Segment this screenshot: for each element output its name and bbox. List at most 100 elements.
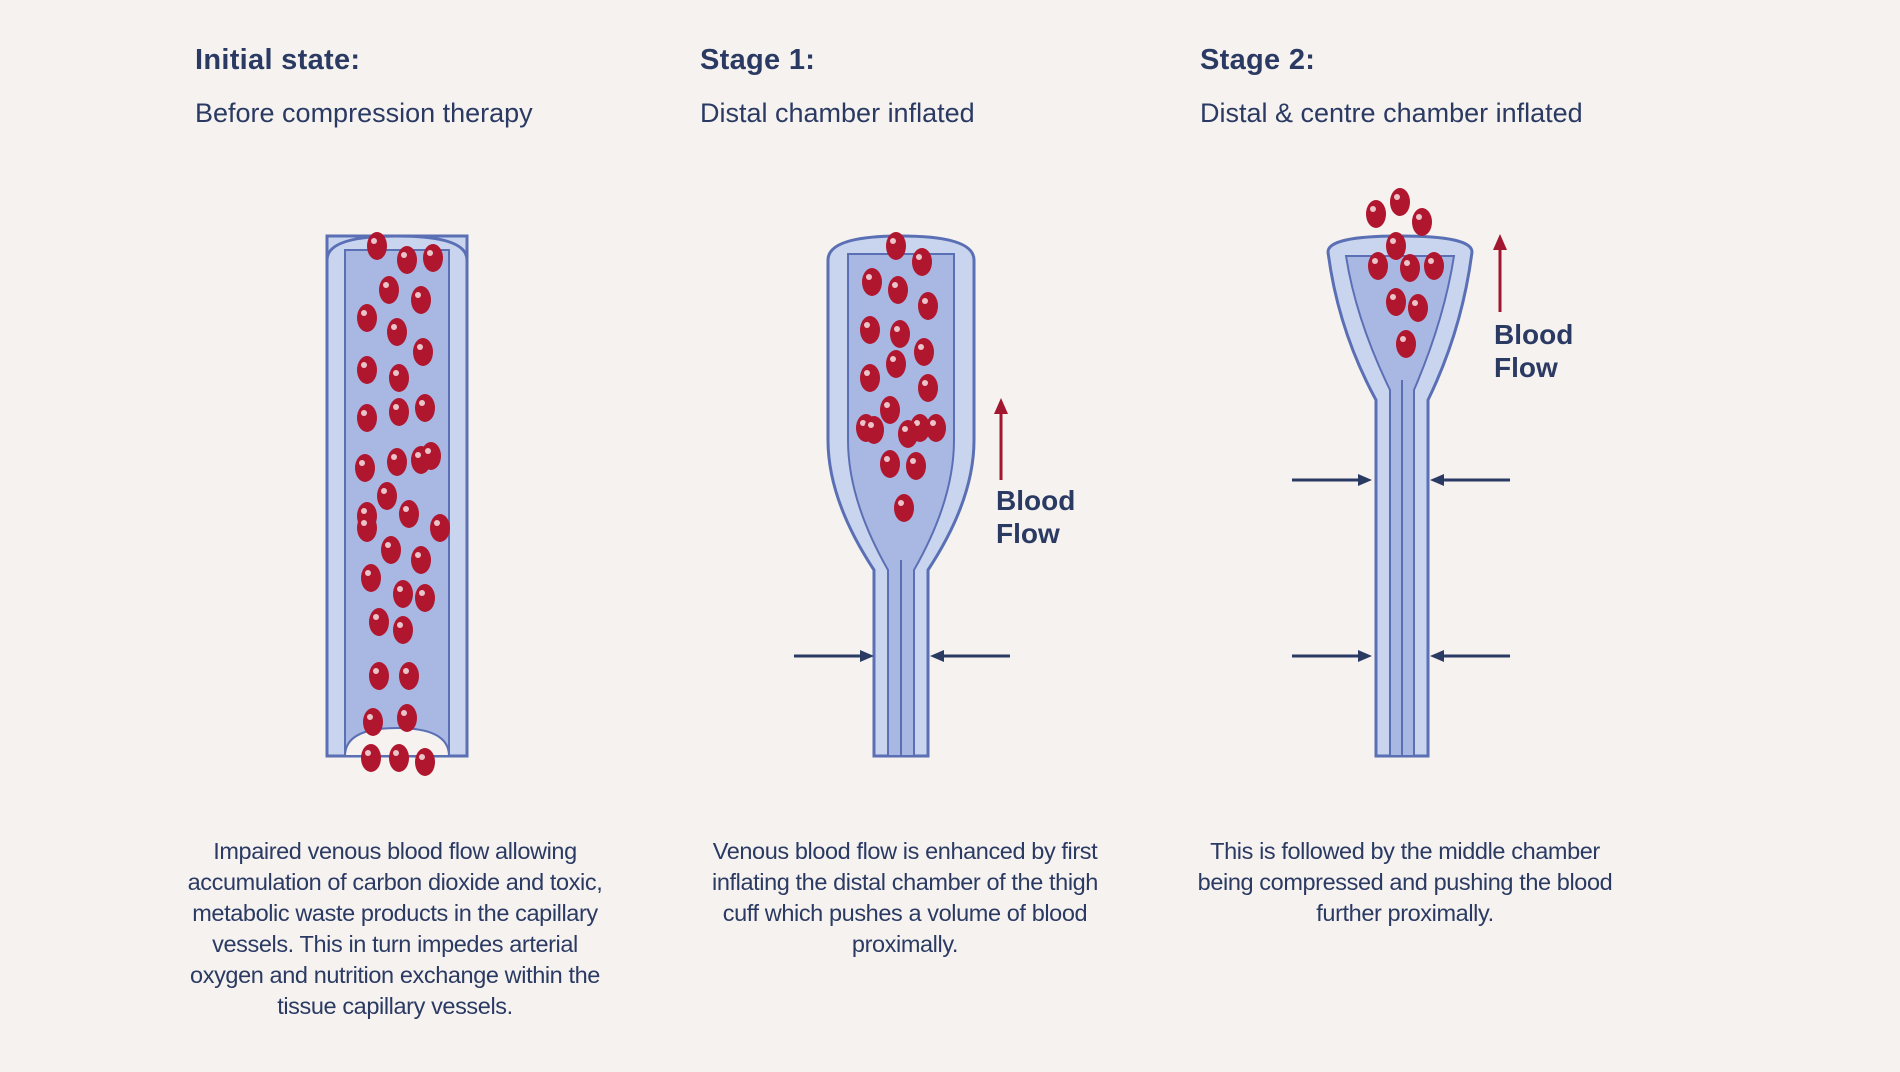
vessel-diagram-initial bbox=[325, 232, 469, 776]
blood-cell bbox=[357, 304, 377, 332]
blood-cell-highlight bbox=[415, 552, 421, 558]
vessel-diagram-stage-1 bbox=[794, 232, 1010, 758]
blood-cell-highlight bbox=[434, 520, 440, 526]
blood-cell-highlight bbox=[930, 420, 936, 426]
blood-cell-highlight bbox=[361, 410, 367, 416]
blood-cell-highlight bbox=[373, 668, 379, 674]
blood-cell bbox=[1386, 232, 1406, 260]
compression-arrow-right bbox=[930, 650, 1010, 662]
blood-cell bbox=[357, 404, 377, 432]
blood-cell-highlight bbox=[417, 344, 423, 350]
flow-label-line-2: Flow bbox=[996, 518, 1060, 549]
blood-cell-highlight bbox=[419, 400, 425, 406]
blood-cell bbox=[361, 744, 381, 772]
blood-cell bbox=[393, 616, 413, 644]
blood-cell bbox=[1400, 254, 1420, 282]
blood-cell-highlight bbox=[403, 668, 409, 674]
stage-description: Impaired venous blood flow allowing accu… bbox=[187, 838, 603, 1019]
blood-cell bbox=[430, 514, 450, 542]
blood-cell-highlight bbox=[860, 420, 866, 426]
blood-cell bbox=[413, 338, 433, 366]
blood-cell bbox=[1390, 188, 1410, 216]
blood-cell bbox=[399, 662, 419, 690]
blood-cell-highlight bbox=[864, 370, 870, 376]
blood-cell bbox=[397, 704, 417, 732]
blood-cell bbox=[1366, 200, 1386, 228]
blood-cell-highlight bbox=[365, 570, 371, 576]
blood-cell bbox=[906, 452, 926, 480]
blood-cell-highlight bbox=[403, 506, 409, 512]
blood-cell-highlight bbox=[1370, 206, 1376, 212]
blood-cell bbox=[1424, 252, 1444, 280]
blood-cell bbox=[888, 276, 908, 304]
blood-cell bbox=[862, 268, 882, 296]
blood-cell-highlight bbox=[1390, 238, 1396, 244]
blood-cell bbox=[898, 420, 918, 448]
blood-cell-highlight bbox=[427, 250, 433, 256]
blood-cell bbox=[914, 338, 934, 366]
blood-cell-highlight bbox=[373, 614, 379, 620]
blood-cell-highlight bbox=[866, 274, 872, 280]
stage-subtitle: Distal chamber inflated bbox=[700, 98, 975, 128]
stage-title: Initial state: bbox=[195, 44, 361, 76]
blood-cell bbox=[397, 246, 417, 274]
blood-cell-highlight bbox=[890, 238, 896, 244]
blood-cell-highlight bbox=[1390, 294, 1396, 300]
blood-cell bbox=[423, 244, 443, 272]
blood-cell bbox=[926, 414, 946, 442]
flow-label-line-1: Blood bbox=[1494, 319, 1574, 350]
blood-cell-highlight bbox=[914, 420, 920, 426]
blood-cell bbox=[880, 450, 900, 478]
blood-cell-highlight bbox=[401, 710, 407, 716]
blood-cell-highlight bbox=[359, 460, 365, 466]
blood-cell-highlight bbox=[884, 402, 890, 408]
blood-cell-highlight bbox=[419, 590, 425, 596]
stage-title: Stage 1: bbox=[700, 44, 816, 76]
blood-cell-highlight bbox=[393, 750, 399, 756]
blood-cell-highlight bbox=[415, 292, 421, 298]
compression-arrow-left bbox=[794, 650, 874, 662]
blood-cell bbox=[918, 292, 938, 320]
compression-arrow-left-lower bbox=[1292, 650, 1372, 662]
blood-flow-arrow bbox=[1493, 234, 1507, 312]
blood-cell bbox=[369, 608, 389, 636]
blood-cell bbox=[860, 316, 880, 344]
blood-cell-highlight bbox=[361, 520, 367, 526]
blood-cell bbox=[886, 350, 906, 378]
blood-cell bbox=[379, 276, 399, 304]
blood-cell bbox=[912, 248, 932, 276]
blood-cell-highlight bbox=[391, 324, 397, 330]
blood-cell bbox=[387, 448, 407, 476]
blood-cell-highlight bbox=[1404, 260, 1410, 266]
blood-cell-highlight bbox=[415, 452, 421, 458]
blood-cell-highlight bbox=[425, 448, 431, 454]
blood-cell-highlight bbox=[1412, 300, 1418, 306]
blood-cell-highlight bbox=[361, 508, 367, 514]
flow-label-line-1: Blood bbox=[996, 485, 1076, 516]
blood-cell bbox=[890, 320, 910, 348]
stage-description: Venous blood flow is enhanced by first i… bbox=[712, 838, 1098, 957]
blood-cell-highlight bbox=[918, 344, 924, 350]
blood-cell-highlight bbox=[1400, 336, 1406, 342]
blood-cell bbox=[363, 708, 383, 736]
stage-subtitle: Before compression therapy bbox=[195, 98, 533, 128]
blood-cell bbox=[411, 286, 431, 314]
blood-cell bbox=[357, 356, 377, 384]
blood-cell bbox=[1408, 294, 1428, 322]
blood-cell bbox=[411, 546, 431, 574]
blood-cell-highlight bbox=[393, 370, 399, 376]
blood-cell bbox=[415, 584, 435, 612]
blood-cell-highlight bbox=[419, 754, 425, 760]
blood-cell-highlight bbox=[397, 586, 403, 592]
blood-cell-highlight bbox=[910, 458, 916, 464]
blood-cell-highlight bbox=[1372, 258, 1378, 264]
blood-cell bbox=[389, 744, 409, 772]
stage-description: This is followed by the middle chamber b… bbox=[1197, 838, 1613, 926]
blood-cell-highlight bbox=[898, 500, 904, 506]
compression-arrow-right-upper bbox=[1430, 474, 1510, 486]
blood-cells bbox=[355, 232, 450, 776]
blood-cell-highlight bbox=[892, 282, 898, 288]
blood-cell bbox=[399, 500, 419, 528]
blood-cell bbox=[355, 454, 375, 482]
vessel-tube bbox=[1326, 234, 1474, 758]
